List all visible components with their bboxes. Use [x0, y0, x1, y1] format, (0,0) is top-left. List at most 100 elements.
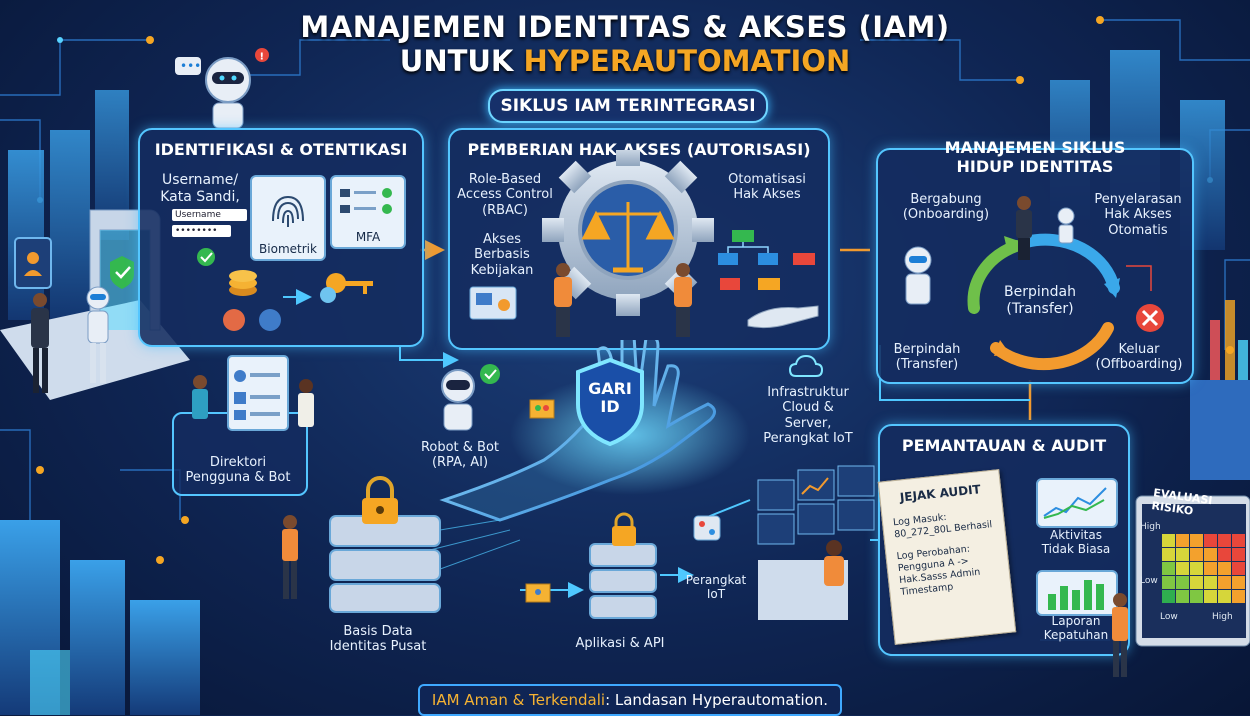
username-input: Username: [172, 209, 247, 221]
heatmap-cell: [1176, 576, 1189, 589]
heatmap-cell: [1162, 576, 1175, 589]
heatmap-cell: [1176, 534, 1189, 547]
heatmap-cell: [1190, 548, 1203, 561]
heatmap-cell: [1176, 590, 1189, 603]
robot-hand-icon: [747, 305, 819, 329]
center-visual: [380, 340, 750, 581]
footer-highlight: IAM Aman & Terkendali: [431, 691, 606, 709]
scales-icon: [581, 202, 675, 273]
key-blue-icon: [320, 287, 336, 303]
heatmap-cell: [1232, 562, 1245, 575]
error-x-icon: [1136, 304, 1164, 332]
svg-text:•••: •••: [180, 59, 201, 73]
risk-y-high: High: [1140, 522, 1161, 532]
directory-visual: [192, 355, 314, 431]
auth-flow-icons: [197, 248, 373, 331]
heatmap-cell: [1162, 562, 1175, 575]
iot-label: Perangkat IoT: [685, 573, 747, 602]
password-label: Username/ Kata Sandi,: [160, 172, 240, 205]
heatmap-cell: [1162, 548, 1175, 561]
risk-analyst-icon: [1112, 593, 1128, 677]
person-right-icon: [298, 379, 314, 427]
heatmap-cell: [1190, 534, 1203, 547]
subtitle-accent: HYPERAUTOMATION: [523, 44, 851, 78]
shield-icon: [576, 357, 644, 447]
transfer-left-label: Berpindah (Transfer): [893, 342, 961, 373]
heatmap-cell: [1204, 548, 1217, 561]
risk-x-low: Low: [1160, 612, 1178, 622]
apps-lock-icon: [612, 512, 636, 546]
heatmap-cell: [1204, 590, 1217, 603]
svg-text:!: !: [260, 52, 265, 63]
mfa-checklist-icon: [340, 188, 392, 214]
ok-check-icon: [197, 248, 215, 266]
compliance-label: Laporan Kepatuhan: [1043, 614, 1109, 643]
rbac-label: Role-Based Access Control (RBAC): [457, 172, 553, 218]
heatmap-cell: [1162, 590, 1175, 603]
operator-desk-icon: [824, 540, 844, 586]
package-icon: [525, 583, 551, 603]
cycle-label: SIKLUS IAM TERINTEGRASI: [488, 89, 768, 123]
heatmap-cell: [1204, 562, 1217, 575]
heatmap-cell: [1218, 548, 1231, 561]
robot-small-icon: [1057, 207, 1075, 244]
panel-lifecycle-title: MANAJEMEN SIKLUS HIDUP IDENTITAS: [944, 138, 1126, 176]
robot-bot-icon: [441, 364, 500, 431]
heatmap-cell: [1218, 562, 1231, 575]
offboarding-label: Keluar (Offboarding): [1095, 342, 1183, 373]
subtitle-prefix: UNTUK: [399, 44, 524, 78]
database-visual: [329, 476, 441, 613]
main-title: MANAJEMEN IDENTITAS & AKSES (IAM): [300, 10, 950, 44]
mfa-card: MFA: [330, 175, 406, 249]
shield-text: GARI ID: [588, 379, 632, 417]
heatmap-cell: [1190, 576, 1203, 589]
authorization-visual: [469, 150, 819, 337]
compliance-chart: [1036, 570, 1118, 616]
policy-doc-icon: [469, 286, 517, 320]
engineer-person-icon: [674, 263, 692, 337]
heatmap-cell: [1232, 590, 1245, 603]
transfer-center-label: Berpindah (Transfer): [1004, 284, 1076, 317]
database-operator-icon: [282, 515, 298, 599]
module-icon: [529, 399, 555, 419]
unusual-activity-chart: [1036, 478, 1118, 528]
onboarding-label: Bergabung (Onboarding): [902, 192, 990, 223]
robot-left-icon: [904, 246, 932, 305]
footer-text: : Landasan Hyperautomation.: [605, 691, 829, 709]
heatmap-cell: [1218, 576, 1231, 589]
panel-identification-title: IDENTIFIKASI & OTENTIKASI: [154, 140, 408, 159]
bar-chart-icon: [1048, 580, 1104, 610]
footer-banner: IAM Aman & Terkendali: Landasan Hyperaut…: [418, 684, 842, 716]
heatmap-cell: [1232, 548, 1245, 561]
infra-label: Infrastruktur Cloud & Server, Perangkat …: [763, 385, 853, 446]
risk-x-high: High: [1212, 612, 1233, 622]
sync-label: Penyelarasan Hak Akses Otomatis: [1094, 192, 1182, 238]
biometric-card: Biometrik: [250, 175, 326, 261]
heatmap-cell: [1232, 534, 1245, 547]
line-chart-icon: [1043, 487, 1107, 519]
heatmap-cell: [1190, 590, 1203, 603]
heatmap-cell: [1176, 548, 1189, 561]
heatmap-cell: [1176, 562, 1189, 575]
policy-label: Akses Berbasis Kebijakan: [470, 232, 534, 278]
audit-document: JEJAK AUDIT Log Masuk: 80_272_80L Berhas…: [877, 469, 1017, 645]
robots-label: Robot & Bot (RPA, AI): [420, 440, 500, 471]
heatmap-cell: [1204, 576, 1217, 589]
apps-label: Aplikasi & API: [575, 636, 665, 651]
heatmap-cell: [1190, 562, 1203, 575]
monitoring-desk-visual: [757, 465, 875, 620]
coins-icon: [229, 270, 257, 296]
risk-heatmap: [1162, 534, 1245, 603]
onboarding-person-icon: [1016, 196, 1032, 260]
biometric-label: Biometrik: [259, 242, 317, 256]
analyst-person-icon: [554, 263, 572, 337]
workflow-icon: [718, 230, 815, 290]
heatmap-cell: [1232, 576, 1245, 589]
lock-icon: [362, 476, 398, 524]
heatmap-cell: [1218, 534, 1231, 547]
unusual-activity-label: Aktivitas Tidak Biasa: [1041, 528, 1111, 557]
iot-device-icon: [693, 515, 721, 541]
main-subtitle: UNTUK HYPERAUTOMATION: [0, 44, 1250, 78]
digital-hand-icon: [439, 340, 716, 522]
